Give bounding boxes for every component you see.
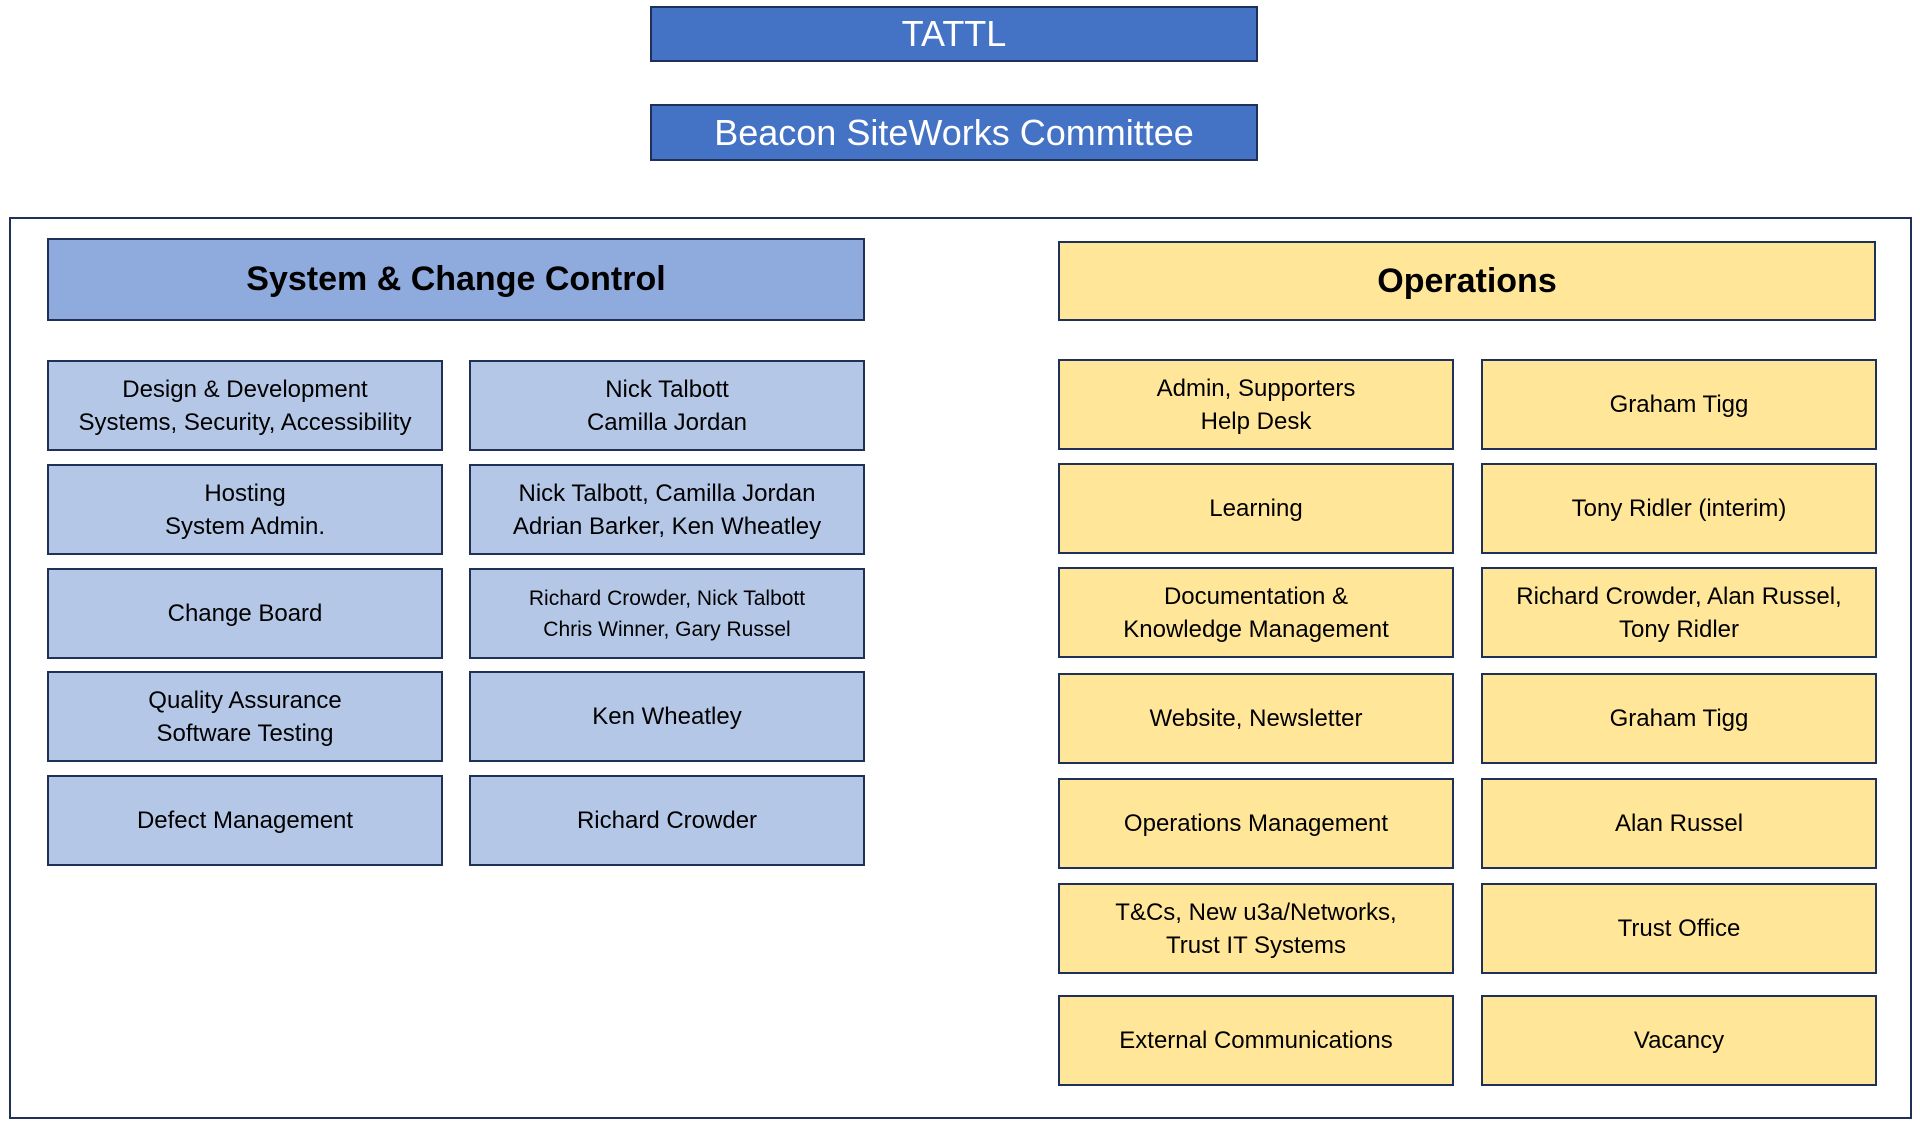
operations-title: Operations: [1377, 261, 1557, 300]
operations-area-label: T&Cs, New u3a/Networks, Trust IT Systems: [1115, 898, 1397, 959]
operations-header: Operations: [1058, 241, 1876, 321]
operations-people-label: Alan Russel: [1614, 810, 1744, 837]
operations-people-label: Trust Office: [1617, 915, 1741, 942]
operations-area-cell: Documentation & Knowledge Management: [1058, 567, 1454, 658]
operations-people-label: Tony Ridler (interim): [1571, 495, 1787, 522]
system-people-label: Richard Crowder: [576, 807, 758, 834]
operations-area-label: External Communications: [1119, 1027, 1393, 1054]
system-people-label: Richard Crowder, Nick Talbott Chris Winn…: [528, 586, 806, 641]
system-change-control-title: System & Change Control: [246, 260, 666, 298]
system-area-cell: Design & Development Systems, Security, …: [47, 360, 443, 451]
system-area-label: Change Board: [167, 600, 323, 627]
system-area-cell: Quality Assurance Software Testing: [47, 671, 443, 762]
operations-area-label: Documentation & Knowledge Management: [1123, 582, 1389, 643]
system-people-label: Nick Talbott, Camilla Jordan Adrian Bark…: [512, 479, 822, 540]
operations-people-cell: Richard Crowder, Alan Russel, Tony Ridle…: [1481, 567, 1877, 658]
system-area-label: Design & Development Systems, Security, …: [78, 375, 412, 436]
groups-frame: [9, 217, 1912, 1119]
system-area-label: Hosting System Admin.: [164, 479, 326, 540]
operations-area-cell: Operations Management: [1058, 778, 1454, 869]
system-people-cell: Ken Wheatley: [469, 671, 865, 762]
system-people-label: Ken Wheatley: [592, 703, 742, 730]
operations-area-cell: Learning: [1058, 463, 1454, 554]
system-people-label: Nick Talbott Camilla Jordan: [586, 375, 748, 436]
operations-area-label: Website, Newsletter: [1149, 705, 1363, 732]
operations-area-label: Learning: [1209, 495, 1303, 522]
operations-people-cell: Graham Tigg: [1481, 673, 1877, 764]
operations-area-cell: External Communications: [1058, 995, 1454, 1086]
operations-people-label: Vacancy: [1633, 1027, 1725, 1054]
system-people-cell: Richard Crowder, Nick Talbott Chris Winn…: [469, 568, 865, 659]
system-people-cell: Richard Crowder: [469, 775, 865, 866]
system-change-control-header: System & Change Control: [47, 238, 865, 321]
system-area-label: Quality Assurance Software Testing: [148, 686, 342, 747]
operations-people-cell: Graham Tigg: [1481, 359, 1877, 450]
tattl-box: TATTL: [650, 6, 1258, 62]
operations-people-label: Graham Tigg: [1609, 391, 1749, 418]
tattl-label: TATTL: [901, 13, 1007, 54]
system-area-label: Defect Management: [136, 807, 354, 834]
operations-people-cell: Trust Office: [1481, 883, 1877, 974]
operations-people-cell: Tony Ridler (interim): [1481, 463, 1877, 554]
operations-area-cell: T&Cs, New u3a/Networks, Trust IT Systems: [1058, 883, 1454, 974]
committee-label: Beacon SiteWorks Committee: [714, 111, 1194, 153]
system-people-cell: Nick Talbott Camilla Jordan: [469, 360, 865, 451]
system-area-cell: Change Board: [47, 568, 443, 659]
operations-area-cell: Website, Newsletter: [1058, 673, 1454, 764]
operations-people-label: Richard Crowder, Alan Russel, Tony Ridle…: [1516, 582, 1842, 643]
operations-area-cell: Admin, Supporters Help Desk: [1058, 359, 1454, 450]
operations-people-cell: Alan Russel: [1481, 778, 1877, 869]
operations-people-label: Graham Tigg: [1609, 705, 1749, 732]
committee-box: Beacon SiteWorks Committee: [650, 104, 1258, 161]
system-people-cell: Nick Talbott, Camilla Jordan Adrian Bark…: [469, 464, 865, 555]
system-area-cell: Defect Management: [47, 775, 443, 866]
operations-area-label: Admin, Supporters Help Desk: [1156, 374, 1356, 435]
system-area-cell: Hosting System Admin.: [47, 464, 443, 555]
operations-area-label: Operations Management: [1123, 810, 1389, 837]
operations-people-cell: Vacancy: [1481, 995, 1877, 1086]
